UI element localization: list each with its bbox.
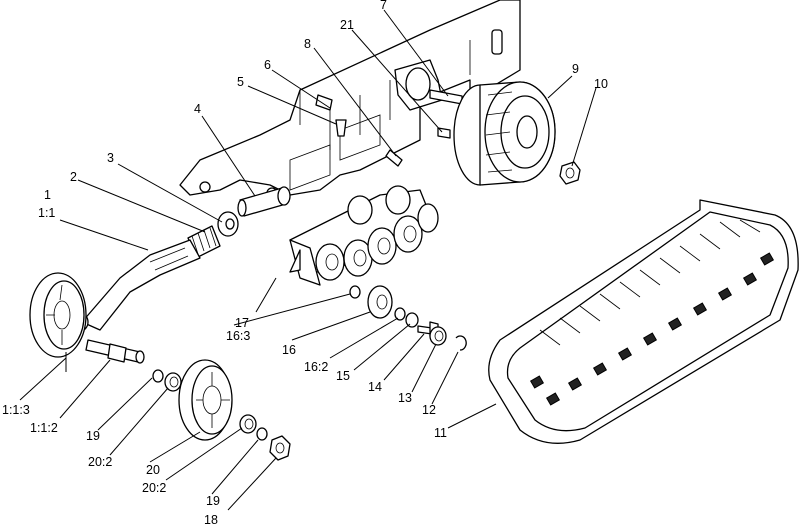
callout-2: 2 bbox=[70, 170, 77, 184]
callout-7: 7 bbox=[380, 0, 387, 12]
callout-19-right: 19 bbox=[206, 494, 220, 508]
callout-17: 17 bbox=[235, 316, 249, 330]
callout-13: 13 bbox=[398, 391, 412, 405]
callout-15: 15 bbox=[336, 369, 350, 383]
callout-1: 1 bbox=[44, 188, 51, 202]
callout-3: 3 bbox=[107, 151, 114, 165]
callout-21: 21 bbox=[340, 18, 354, 32]
part-9-drive-sprocket bbox=[453, 81, 556, 186]
callout-labels: 1 1:1 2 3 4 5 6 7 8 9 10 11 12 13 14 15 … bbox=[2, 0, 608, 527]
callout-12: 12 bbox=[422, 403, 436, 417]
callout-18: 18 bbox=[204, 513, 218, 527]
part-1-1-2-axle bbox=[85, 339, 145, 364]
callout-14: 14 bbox=[368, 380, 382, 394]
part-10-nut bbox=[559, 161, 581, 185]
leader-lines bbox=[19, 9, 597, 511]
part-13-cap bbox=[429, 326, 447, 346]
callout-16: 16 bbox=[282, 343, 296, 357]
part-17-roller-bogie bbox=[289, 185, 439, 286]
part-12-snap-ring bbox=[455, 335, 467, 351]
callout-5: 5 bbox=[237, 75, 244, 89]
part-16-2-washer bbox=[394, 307, 406, 321]
part-5-bolt bbox=[335, 119, 347, 137]
part-15-washer bbox=[405, 312, 419, 328]
callout-16-3: 16:3 bbox=[226, 329, 250, 343]
part-20-rear-wheel bbox=[178, 359, 233, 441]
callout-16-2: 16:2 bbox=[304, 360, 328, 374]
part-20-2-bearing-right bbox=[239, 414, 257, 434]
part-3-collar bbox=[217, 211, 239, 237]
part-11-rubber-track bbox=[488, 199, 799, 444]
part-8-bolt bbox=[385, 149, 403, 167]
callout-1-1: 1:1 bbox=[38, 206, 55, 220]
part-1-1-idler-wheel bbox=[29, 272, 87, 358]
callout-20-2-right: 20:2 bbox=[142, 481, 166, 495]
part-1-tension-arm bbox=[67, 239, 201, 333]
callout-20: 20 bbox=[146, 463, 160, 477]
callout-20-2-left: 20:2 bbox=[88, 455, 112, 469]
callout-4: 4 bbox=[194, 102, 201, 116]
callout-19-left: 19 bbox=[86, 429, 100, 443]
callout-10: 10 bbox=[594, 77, 608, 91]
track-lugs bbox=[529, 252, 775, 406]
callout-1-1-2: 1:1:2 bbox=[30, 421, 58, 435]
part-16-3-washer bbox=[349, 285, 361, 299]
part-16-roller bbox=[367, 285, 393, 319]
callout-9: 9 bbox=[572, 62, 579, 76]
part-20-2-bearing-left bbox=[164, 372, 182, 392]
part-18-nut bbox=[269, 435, 291, 461]
part-19-washer-left bbox=[152, 369, 164, 383]
bogie-rollers bbox=[315, 185, 439, 281]
callout-1-1-3: 1:1:3 bbox=[2, 403, 30, 417]
callout-8: 8 bbox=[304, 37, 311, 51]
callout-11: 11 bbox=[434, 426, 447, 440]
part-19-washer-right bbox=[256, 427, 268, 441]
callout-6: 6 bbox=[264, 58, 271, 72]
part-4-axle bbox=[237, 186, 291, 217]
